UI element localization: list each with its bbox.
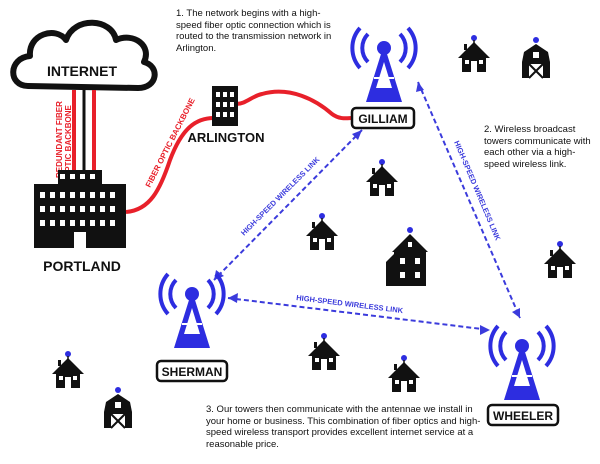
gilliam-label: GILLIAM	[358, 112, 407, 126]
internet-cloud: INTERNET	[10, 19, 158, 91]
house-icon	[305, 212, 339, 251]
arlington-building: ARLINGTON	[187, 86, 265, 145]
gilliam-badge: GILLIAM	[350, 106, 416, 130]
portland-label: PORTLAND	[43, 258, 121, 274]
house-icon	[51, 350, 85, 389]
fiber-backbone: FIBER OPTIC BACKBONE	[125, 89, 353, 214]
sherman-tower	[158, 272, 226, 350]
barn-icon	[521, 36, 551, 79]
gilliam-tower	[350, 26, 418, 104]
farmhouse-icon	[386, 227, 428, 286]
step-1-note: 1. The network begins with a high-speed …	[176, 8, 332, 54]
wheeler-label: WHEELER	[493, 409, 553, 423]
wheeler-tower	[488, 324, 556, 402]
redundant-label-2: OPTIC BACKBONE	[64, 104, 73, 178]
portland-building: PORTLAND	[34, 170, 126, 274]
sherman-label: SHERMAN	[162, 365, 223, 379]
sherman-badge: SHERMAN	[155, 359, 229, 383]
house-icon	[307, 332, 341, 371]
step-3-note: 3. Our towers then communicate with the …	[206, 404, 481, 450]
house-icon	[365, 158, 399, 197]
redundant-label-1: REDUNDANT FIBER	[55, 101, 64, 178]
wheeler-badge: WHEELER	[486, 403, 560, 427]
house-icon	[457, 34, 491, 73]
house-icon	[387, 354, 421, 393]
arlington-label: ARLINGTON	[187, 130, 264, 145]
wireless-label-bottom: HIGH-SPEED WIRELESS LINK	[296, 293, 404, 315]
step-2-note: 2. Wireless broadcast towers communicate…	[484, 124, 591, 170]
wireless-label-left: HIGH-SPEED WIRELESS LINK	[239, 155, 322, 238]
internet-label: INTERNET	[47, 63, 117, 79]
barn-icon	[103, 386, 133, 429]
house-icon	[543, 240, 577, 279]
wireless-links	[213, 81, 521, 331]
